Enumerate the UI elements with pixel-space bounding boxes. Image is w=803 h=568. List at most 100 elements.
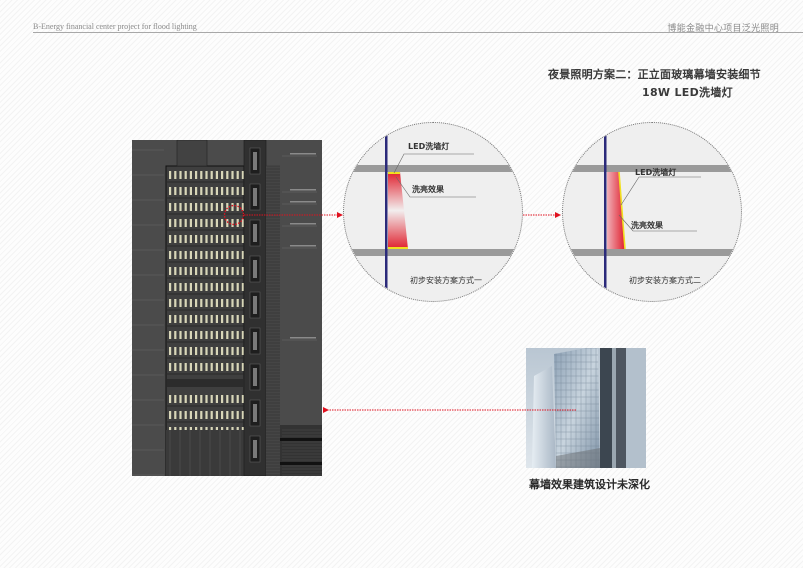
method-caption: 初步安装方案方式一 [410,276,482,285]
window-light [205,187,208,195]
window-light [174,235,177,243]
window-light [189,203,192,211]
window-light [241,315,244,323]
window-light [215,411,218,419]
window-light [210,395,213,403]
window-light [205,267,208,275]
window-light [195,267,198,275]
window-light [210,267,213,275]
window-light [221,283,224,291]
window-light [231,411,234,419]
window-light [226,331,229,339]
window-light [205,299,208,307]
annotation-text [290,201,316,203]
window-light [231,235,234,243]
window-light [241,187,244,195]
window-light [195,331,198,339]
window-light [215,235,218,243]
window-light [184,299,187,307]
window-light [169,331,172,339]
window-light [200,331,203,339]
window-light [241,219,244,227]
window-light [179,299,182,307]
window-light [169,267,172,275]
podium-band [280,462,322,465]
window-light [215,251,218,259]
window-light [231,363,234,371]
window-light [169,363,172,371]
window-light [215,219,218,227]
window-light [236,219,239,227]
elevation-svg [132,140,322,476]
leader-led [393,153,474,174]
window-light [215,347,218,355]
core-window-pane [253,332,257,350]
window-light [174,299,177,307]
core-window-pane [253,152,257,170]
window-light [179,315,182,323]
window-light [200,283,203,291]
window-light [169,219,172,227]
window-light [221,235,224,243]
window-light [205,203,208,211]
window-light [221,219,224,227]
window-light [179,267,182,275]
window-light [205,347,208,355]
window-light [179,363,182,371]
window-light [221,267,224,275]
window-light [169,283,172,291]
window-light [236,283,239,291]
window-light [179,251,182,259]
window-light [189,219,192,227]
window-light [184,283,187,291]
window-light [189,283,192,291]
curtain-wall-mullion [604,123,607,301]
window-light [236,395,239,403]
window-light [189,299,192,307]
window-light [195,251,198,259]
window-light [174,203,177,211]
window-light [226,283,229,291]
window-light [205,411,208,419]
window-light [200,267,203,275]
window-light [221,187,224,195]
window-light [226,395,229,403]
window-light [174,219,177,227]
window-light [195,299,198,307]
window-light [231,267,234,275]
window-light [221,363,224,371]
window-light [210,347,213,355]
window-light [236,203,239,211]
window-light [226,203,229,211]
window-light [231,395,234,403]
window-light [236,411,239,419]
window-light [179,347,182,355]
core-window-pane [253,368,257,386]
window-light [169,299,172,307]
window-light [215,267,218,275]
window-light [231,299,234,307]
window-light [241,203,244,211]
window-light [241,171,244,179]
window-light [221,395,224,403]
window-light [241,331,244,339]
window-light [169,411,172,419]
window-light [221,315,224,323]
podium-band [280,438,322,441]
window-light [205,395,208,403]
window-light [226,299,229,307]
rendering-svg [526,348,646,468]
window-light [241,347,244,355]
mechanical-floor [167,379,243,387]
window-light [210,219,213,227]
wash-effect-label: 洗亮效果 [631,221,663,230]
window-light [184,347,187,355]
curtain-wall-mullion [385,123,388,301]
window-light [195,315,198,323]
window-light [231,203,234,211]
detail-1-section-svg [344,123,522,301]
window-light [169,171,172,179]
window-light [189,395,192,403]
window-light [231,283,234,291]
window-light [174,283,177,291]
